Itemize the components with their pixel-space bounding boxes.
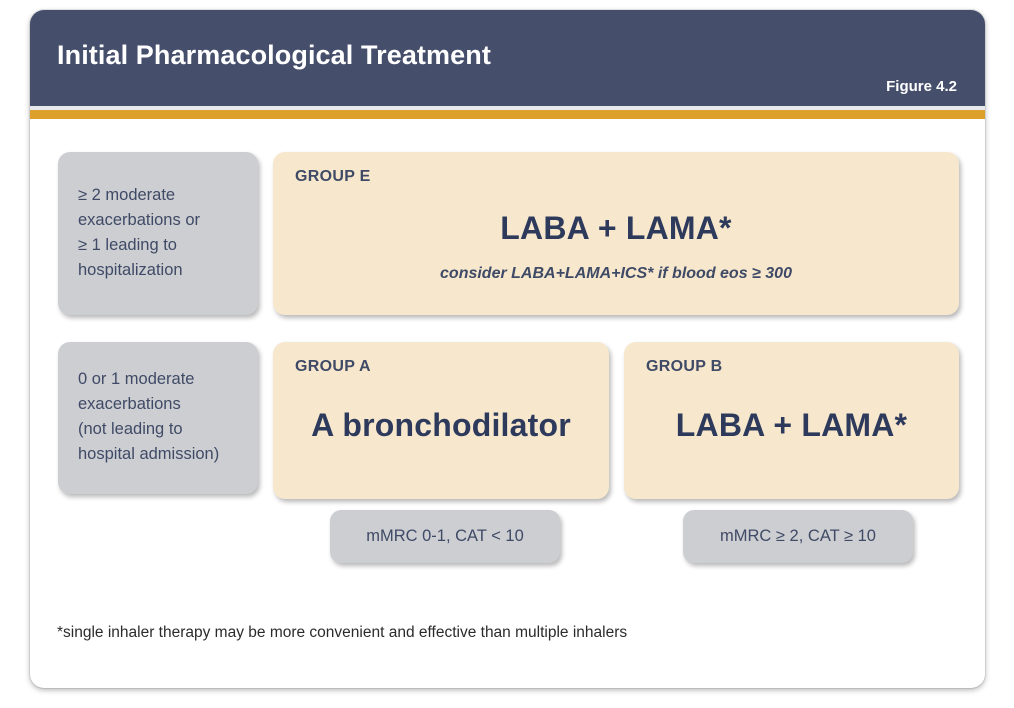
symptom-pill-group-b-text: mMRC ≥ 2, CAT ≥ 10 (720, 527, 876, 545)
group-e-box: GROUP E LABA + LAMA* consider LABA+LAMA+… (273, 152, 959, 315)
group-a-label: GROUP A (295, 358, 371, 375)
group-b-label: GROUP B (646, 358, 723, 375)
group-e-note: consider LABA+LAMA+ICS* if blood eos ≥ 3… (440, 265, 792, 282)
group-e-label: GROUP E (295, 168, 371, 185)
accent-bar (30, 110, 985, 119)
group-a-box: GROUP A A bronchodilator (273, 342, 609, 499)
footnote-text: *single inhaler therapy may be more conv… (57, 624, 628, 641)
symptom-pill-group-a: mMRC 0-1, CAT < 10 (330, 510, 560, 563)
slide-card: Initial Pharmacological Treatment Figure… (30, 10, 985, 688)
symptom-pill-group-b: mMRC ≥ 2, CAT ≥ 10 (683, 510, 913, 563)
criteria-high-risk-text: ≥ 2 moderate exacerbations or ≥ 1 leadin… (78, 186, 200, 279)
group-b-treatment: LABA + LAMA* (675, 407, 908, 443)
slide-header: Initial Pharmacological Treatment Figure… (30, 10, 985, 106)
symptom-pill-group-a-text: mMRC 0-1, CAT < 10 (366, 527, 524, 545)
group-e-treatment: LABA + LAMA* (500, 210, 732, 246)
page-title: Initial Pharmacological Treatment (57, 40, 491, 70)
criteria-box-high-risk: ≥ 2 moderate exacerbations or ≥ 1 leadin… (58, 152, 258, 315)
figure-number-label: Figure 4.2 (886, 78, 957, 95)
criteria-box-low-risk: 0 or 1 moderate exacerbations (not leadi… (58, 342, 258, 494)
group-b-box: GROUP B LABA + LAMA* (624, 342, 959, 499)
header-separator-line (30, 106, 985, 110)
criteria-low-risk-text: 0 or 1 moderate exacerbations (not leadi… (78, 370, 220, 463)
group-a-treatment: A bronchodilator (311, 407, 571, 443)
